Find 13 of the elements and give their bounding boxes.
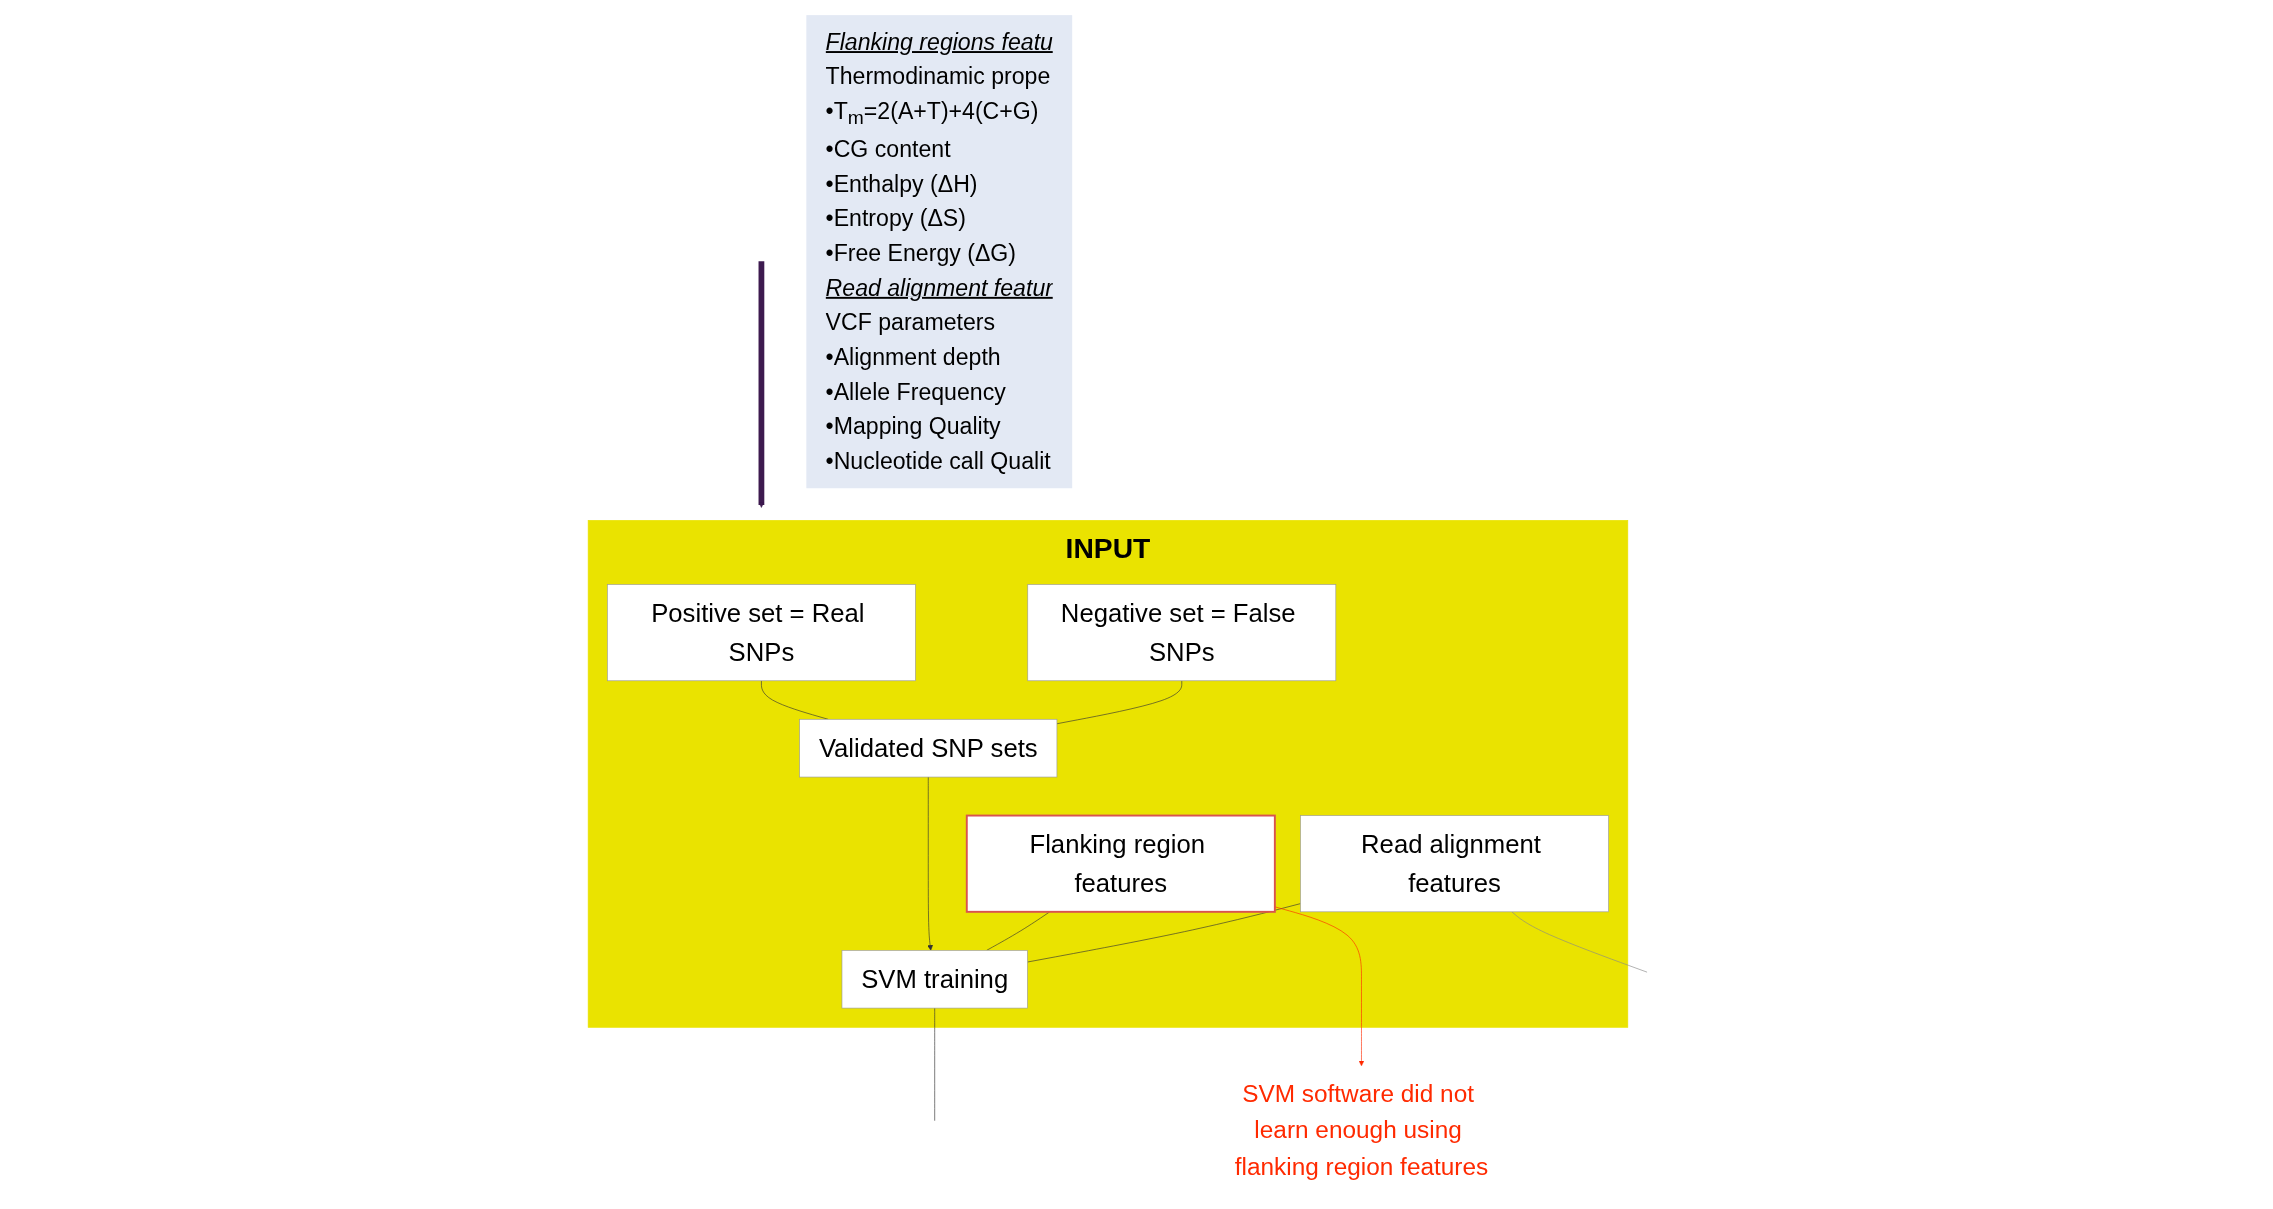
connector: [934, 1007, 935, 1121]
node-box: SVM training: [841, 949, 1028, 1008]
node-box: Flanking regions featu Thermodinamic prope •T$_{m}$=2(A+T)+4(C+G) •CG content •Enthalpy (ΔH) •Entropy (ΔS) •Free Energy (ΔG) Read alignment featur VCF parameters •Alignment depth •Allele Frequency •Mapping Quality •Nucleotide call Qualit: [806, 14, 1072, 488]
node-box: Validated SNP sets: [798, 718, 1057, 777]
arrow: [758, 260, 764, 508]
connector: [1511, 911, 1648, 972]
node-box: Positive set = Real SNPs: [606, 583, 916, 681]
node-text: SVM software did not learn enough using flanking region features: [1234, 1079, 1488, 1180]
node-box: Read alignment features: [1299, 814, 1609, 912]
node-box: Negative set = False SNPs: [1027, 583, 1336, 681]
connector: [1026, 902, 1301, 962]
node-box: Flanking region features: [965, 814, 1276, 913]
connector: [1056, 679, 1182, 724]
